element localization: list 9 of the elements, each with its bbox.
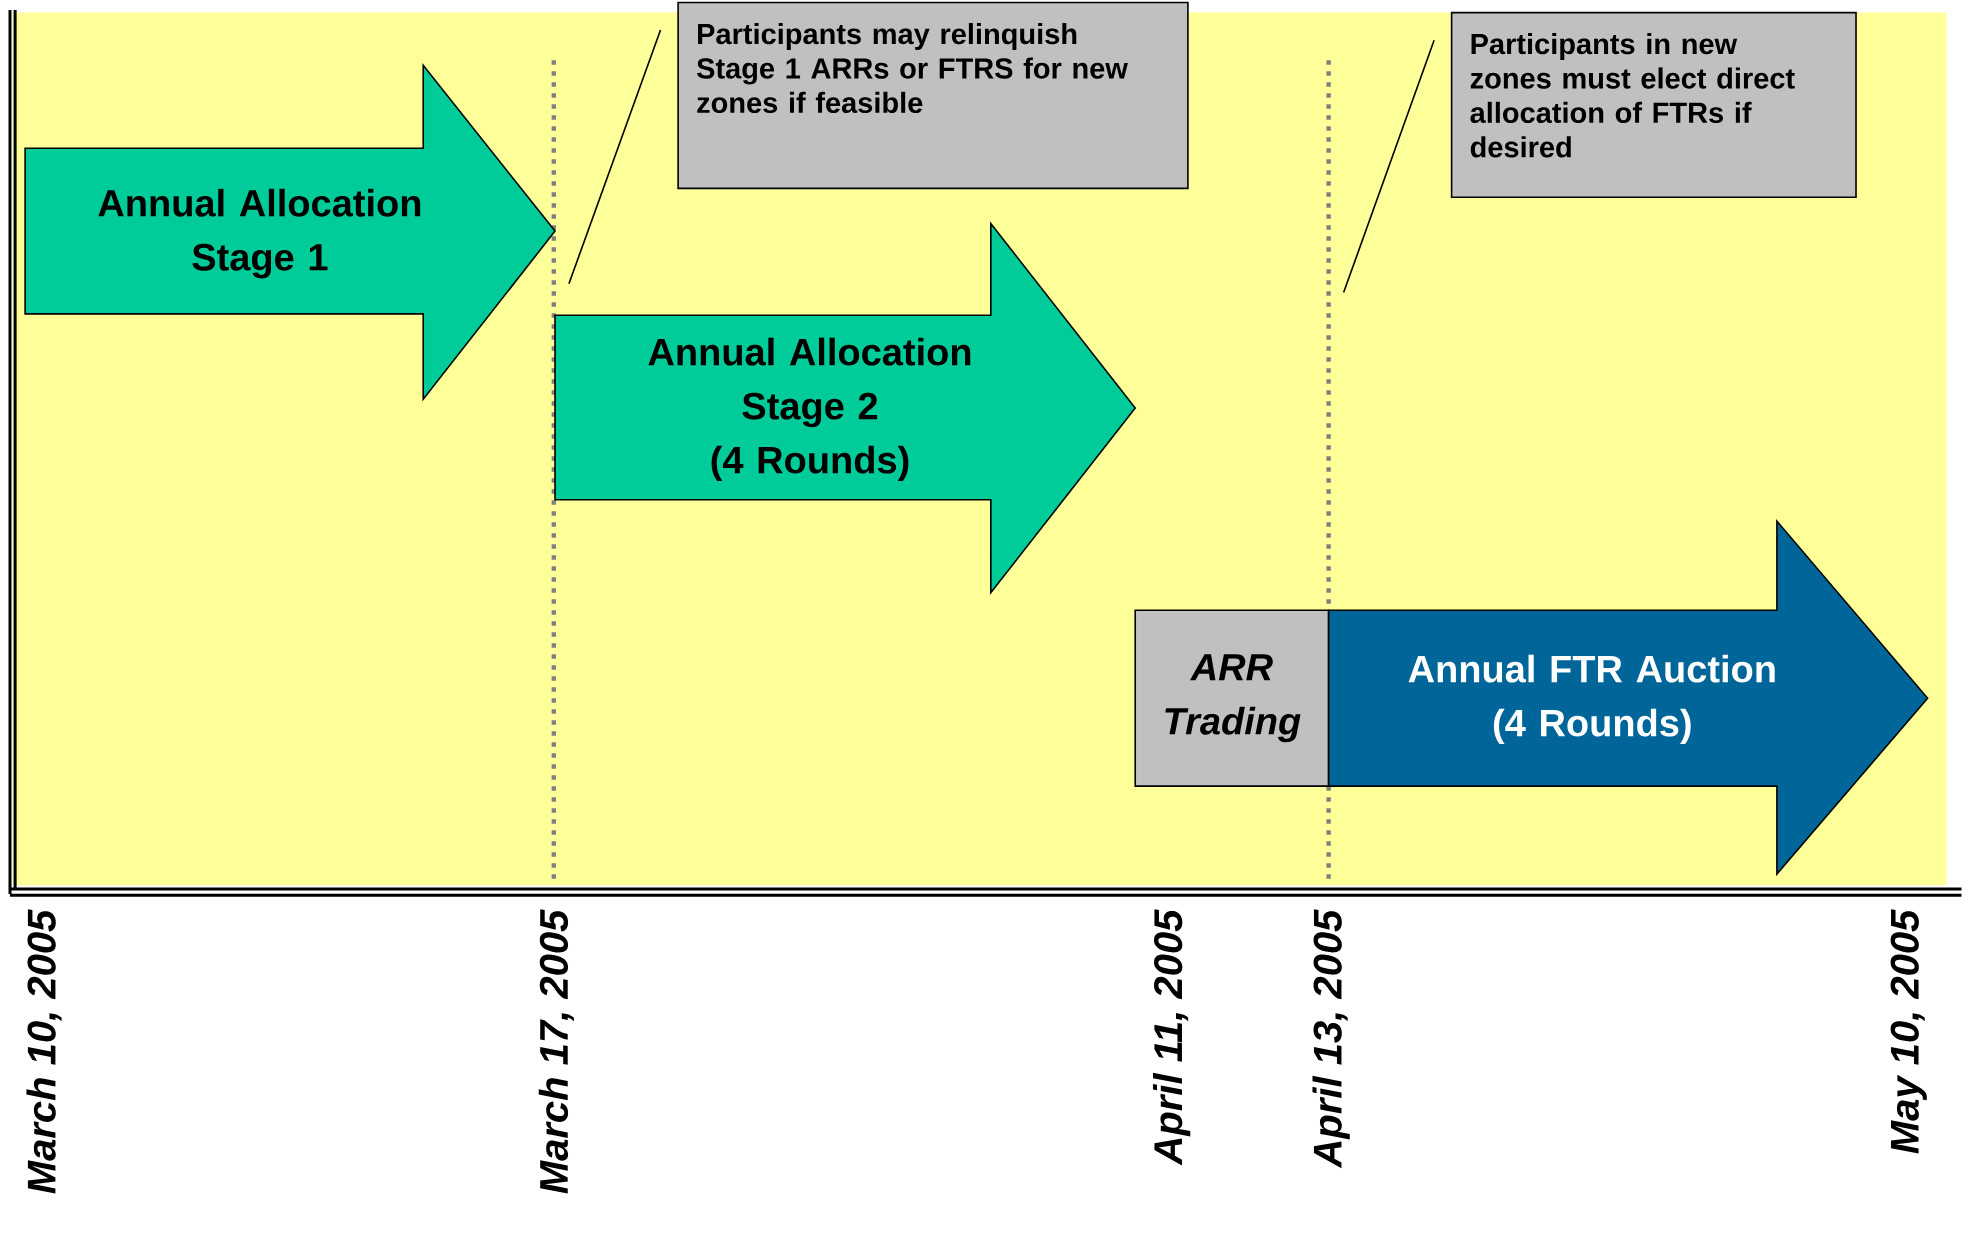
date-label: April 13, 2005	[1312, 909, 1350, 1169]
process-box: ARR Trading	[1134, 609, 1330, 787]
leader-line	[1342, 39, 1435, 294]
date-label: March 10, 2005	[26, 909, 62, 1194]
date-label: April 11, 2005	[1152, 909, 1191, 1166]
callout-box: Participants in new zones must elect direct allocation of FTRs if desired	[1450, 11, 1857, 198]
callout-box: Participants may relinquish Stage 1 ARRs or FTRS for new zones if feasible	[677, 1, 1189, 190]
date-label: March 17, 2005	[538, 909, 574, 1194]
leader-line	[568, 29, 662, 285]
